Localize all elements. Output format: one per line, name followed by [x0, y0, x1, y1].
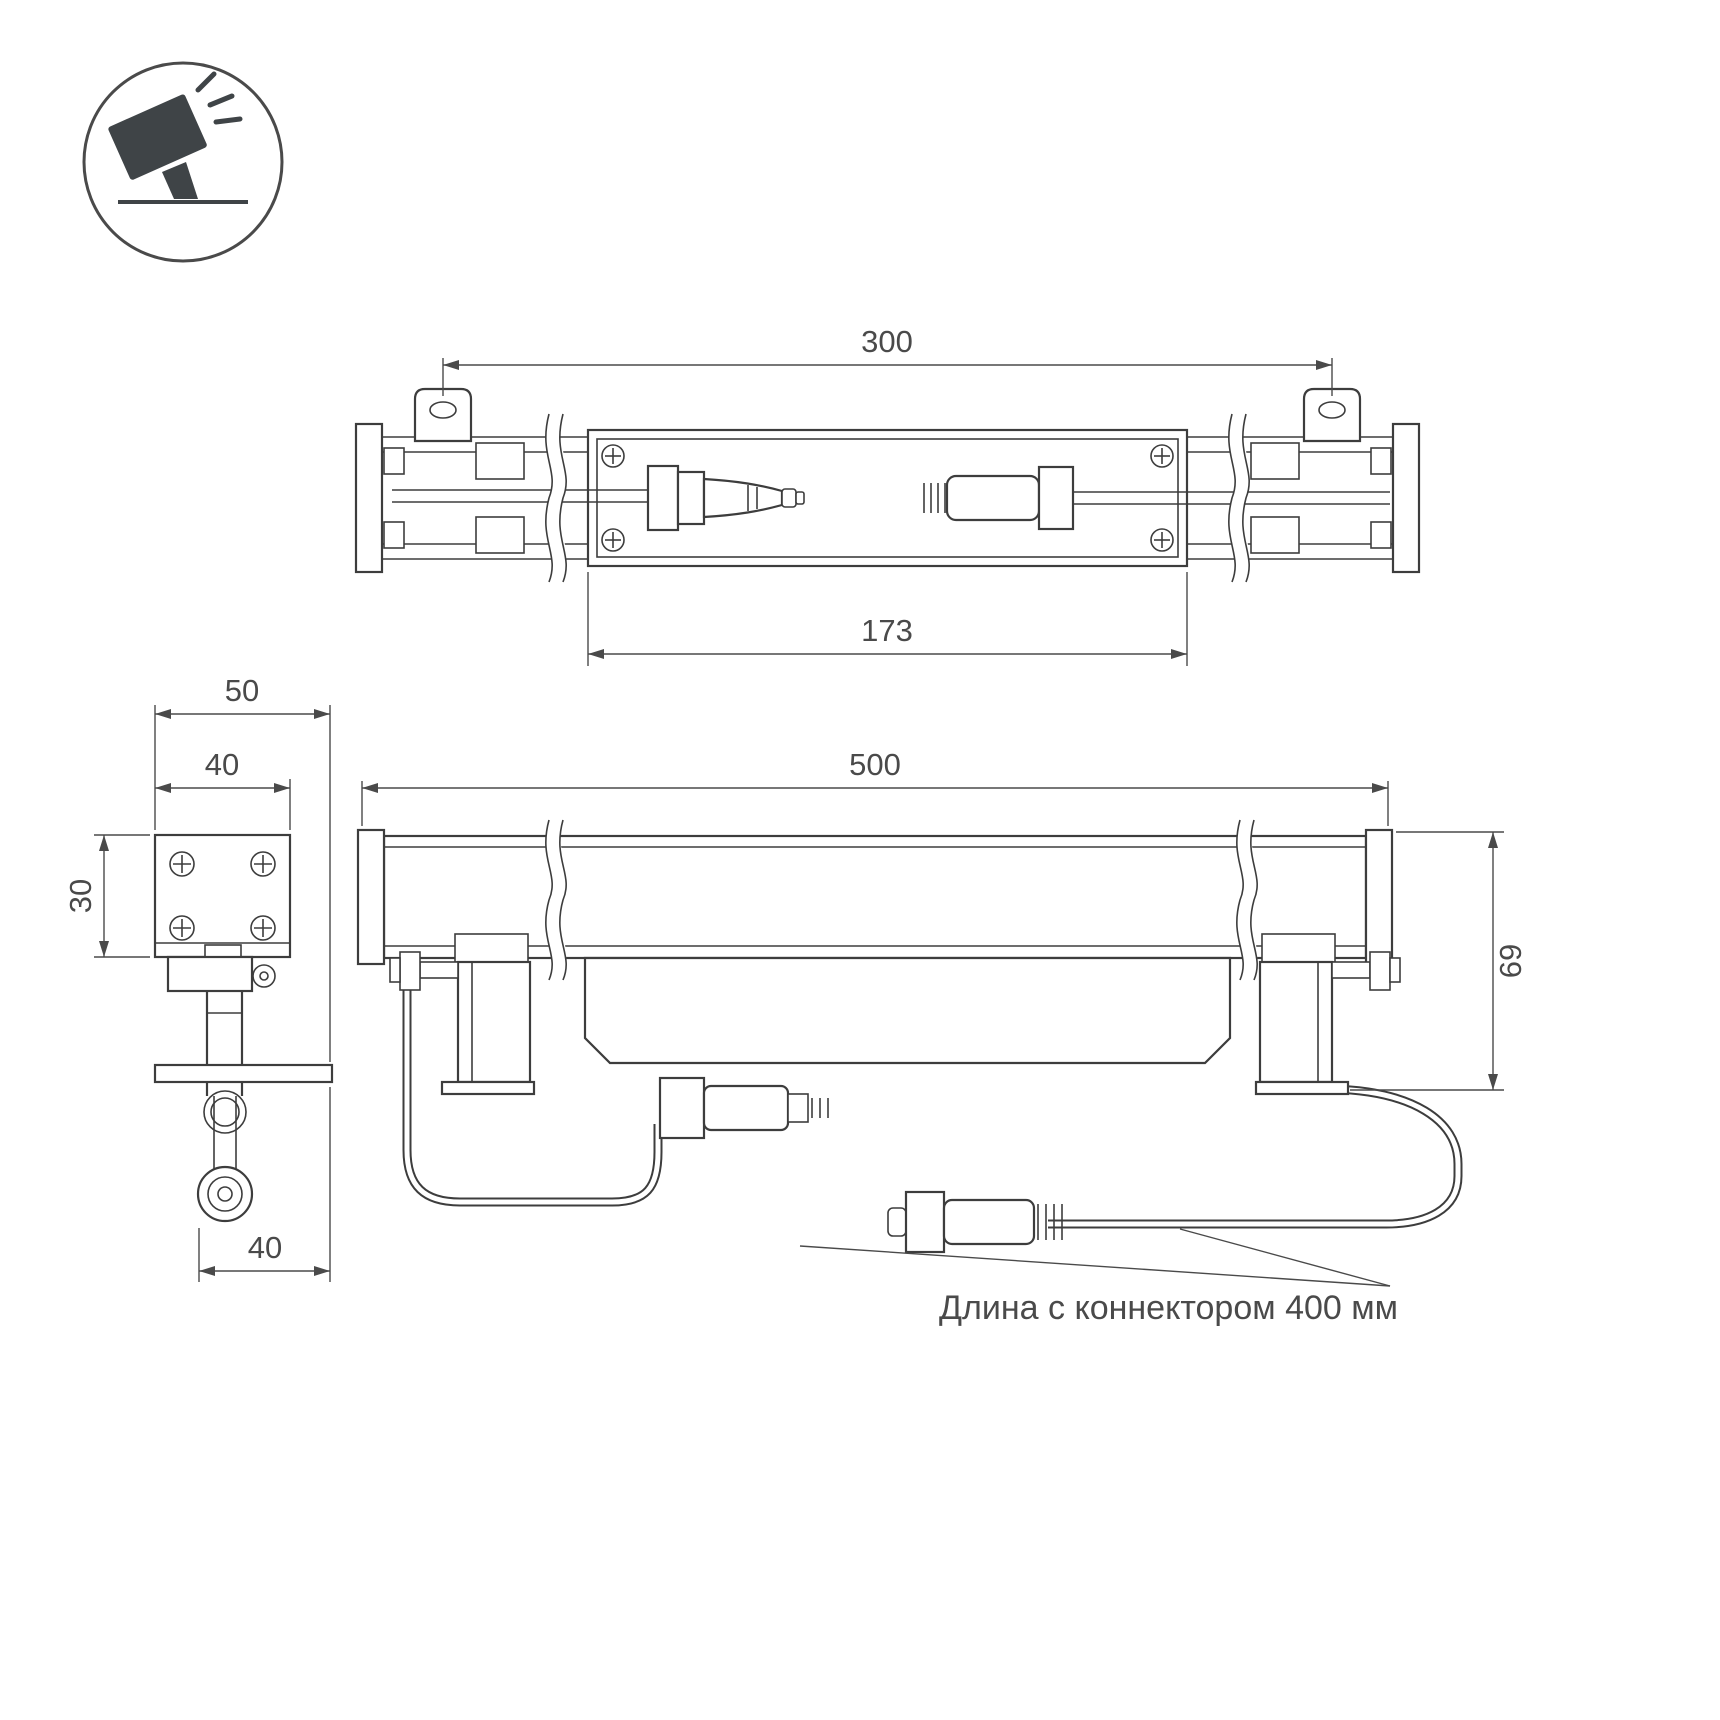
- dim-label-300: 300: [861, 324, 913, 359]
- connector-end-view: [196, 1165, 254, 1223]
- dim-label-173: 173: [861, 613, 913, 648]
- screw: [1150, 444, 1174, 468]
- screw: [601, 444, 625, 468]
- end-cap-right: [1364, 828, 1394, 966]
- spotlight-head: [108, 94, 207, 180]
- female-connector: [658, 1076, 829, 1140]
- dim-69: 69: [1350, 831, 1528, 1091]
- dim-50: 50: [154, 673, 331, 1062]
- spotlight-stand: [162, 162, 198, 199]
- screw: [169, 851, 195, 877]
- cable-right-front: [1048, 1084, 1463, 1229]
- break-line: [1236, 819, 1258, 981]
- break-line: [545, 819, 567, 981]
- dim-30-height: 30: [63, 834, 150, 958]
- cable-left-top: [392, 489, 660, 503]
- base-plate: [153, 1063, 334, 1084]
- driver-housing: [583, 956, 1232, 1065]
- dim-500: 500: [361, 747, 1389, 826]
- dim-173: 173: [587, 572, 1188, 666]
- screw: [250, 851, 276, 877]
- female-connector: [923, 465, 1075, 531]
- bar-body: [382, 834, 1368, 960]
- screw: [1150, 528, 1174, 552]
- dim-label-40-plate: 40: [248, 1230, 282, 1265]
- front-view: [356, 819, 1463, 1287]
- break-line: [545, 413, 567, 583]
- dim-40-width: 40: [155, 747, 291, 830]
- dim-300: 300: [442, 324, 1333, 396]
- side-view: [153, 833, 334, 1223]
- end-cap-right: [1250, 422, 1421, 574]
- dim-label-500: 500: [849, 747, 901, 782]
- top-view: [354, 387, 1421, 583]
- bracket-clamp: [166, 955, 254, 993]
- wall-washer-luminaire-icon: [82, 61, 284, 263]
- male-connector: [887, 1190, 1063, 1254]
- icon-circle: [82, 61, 284, 263]
- screw: [601, 528, 625, 552]
- end-cap-left: [354, 422, 525, 574]
- mounting-tab-left: [413, 387, 473, 443]
- dim-label-30: 30: [63, 879, 98, 913]
- dim-40-plate: 40: [198, 1087, 331, 1282]
- cable-left-front: [402, 986, 663, 1207]
- screw: [250, 915, 276, 941]
- dim-label-69: 69: [1493, 944, 1528, 978]
- profile-groove: [204, 944, 242, 958]
- mounting-bracket-right: [1254, 933, 1401, 1096]
- connector-length-annotation: Длина с коннектором 400 мм: [939, 1289, 1398, 1327]
- end-cap-left: [356, 828, 386, 966]
- screw: [169, 915, 195, 941]
- dim-label-50: 50: [225, 673, 259, 708]
- annotation-leader: [799, 1228, 1391, 1287]
- mounting-tab-right: [1302, 387, 1362, 443]
- male-connector: [646, 464, 805, 532]
- adjust-knob: [252, 964, 276, 988]
- dim-label-40-width: 40: [205, 747, 239, 782]
- light-rays-icon: [195, 71, 243, 125]
- bracket-arm: [205, 991, 244, 1096]
- cable-side: [203, 1090, 247, 1170]
- break-line: [1228, 413, 1250, 583]
- mounting-bracket-left: [389, 933, 536, 1096]
